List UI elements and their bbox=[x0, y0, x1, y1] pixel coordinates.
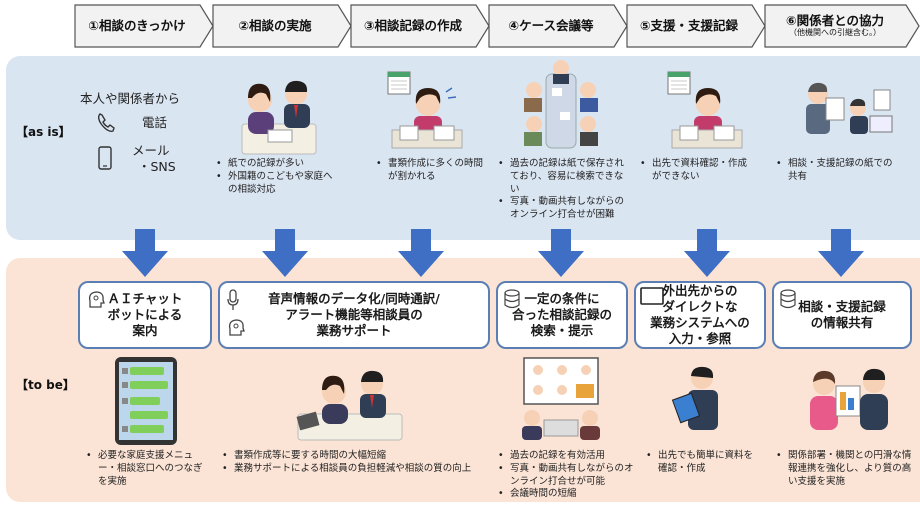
outcome-item: 過去の記録を有効活用 bbox=[496, 450, 636, 463]
field-work-stress-illustration bbox=[667, 71, 743, 149]
contact-mail-label: メール bbox=[132, 143, 170, 158]
step-3-chevron: ③相談記録の作成 bbox=[350, 4, 490, 48]
down-arrow-icon bbox=[262, 229, 308, 277]
issue-item: 紙での記録が多い bbox=[214, 158, 334, 171]
collaboration-illustration bbox=[810, 368, 888, 430]
as-is-issues-col3: 書類作成に多くの時間が割かれる bbox=[374, 158, 486, 184]
down-arrow-icon bbox=[538, 229, 584, 277]
as-is-issues-col5: 出先で資料確認・作成ができない bbox=[638, 158, 750, 184]
step-6-chevron: ⑥関係者との協力（他機関への引継含む。） bbox=[764, 4, 920, 48]
meeting-illustration bbox=[524, 60, 598, 149]
chevron-shape bbox=[764, 4, 920, 48]
contact-sns-label: ・SNS bbox=[138, 159, 176, 174]
solution-text: 相談・支援記録 の情報共有 bbox=[798, 298, 886, 330]
issue-item: 過去の記録は紙で保存されており、容易に検索できない bbox=[496, 158, 626, 196]
to-be-row-label: 【to be】 bbox=[16, 378, 75, 392]
issue-item: 書類作成に多くの時間が割かれる bbox=[374, 158, 486, 184]
microphone-icon bbox=[227, 289, 239, 310]
chevron-shape bbox=[350, 4, 490, 48]
contact-phone-label: 電話 bbox=[142, 115, 168, 130]
solution-ai-chatbot: ＡＩチャット ボットによる 案内 bbox=[78, 281, 212, 349]
outcome-item: 会議時間の短縮 bbox=[496, 488, 636, 501]
digital-consultation-illustration bbox=[296, 370, 403, 441]
to-be-outcomes-col5: 関係部署・機関との円滑な情報連携を強化し、より質の高い支援を実施 bbox=[774, 450, 914, 488]
step-label: ④ケース会議等 bbox=[508, 18, 594, 34]
solution-text: 音声情報のデータ化/同時通訳/ アラート機能等相談員の 業務サポート bbox=[268, 290, 440, 339]
step-label: ③相談記録の作成 bbox=[363, 18, 463, 34]
step-1-chevron: ①相談のきっかけ bbox=[74, 4, 214, 48]
to-be-outcomes-col3: 過去の記録を有効活用 写真・動画共有しながらのオンライン打合せが可能 会議時間の… bbox=[496, 450, 636, 501]
step-label: ①相談のきっかけ bbox=[88, 18, 186, 34]
database-icon bbox=[504, 289, 520, 309]
issue-item: 外国籍のこどもや家庭への相談対応 bbox=[214, 171, 334, 197]
solution-voice-data: 音声情報のデータ化/同時通訳/ アラート機能等相談員の 業務サポート bbox=[218, 281, 490, 349]
to-be-outcomes-col4: 出先でも簡単に資料を確認・作成 bbox=[644, 450, 762, 476]
solution-text: 一定の条件に 合った相談記録の 検索・提示 bbox=[511, 290, 612, 339]
down-arrow-icon bbox=[684, 229, 730, 277]
consultation-illustration bbox=[241, 80, 317, 155]
step-sublabel: （他機関への引継含む。） bbox=[789, 28, 881, 38]
database-icon bbox=[780, 289, 796, 309]
as-is-issues-col6: 相談・支援記録の紙での共有 bbox=[774, 158, 898, 184]
phone-icon bbox=[97, 113, 115, 132]
solution-info-sharing: 相談・支援記録 の情報共有 bbox=[772, 281, 912, 349]
solution-mobile-input: 外出先からの ダイレクトな 業務システムへの 入力・参照 bbox=[634, 281, 766, 349]
to-be-outcomes-col2: 書類作成等に要する時間の大幅短縮 業務サポートによる相談員の負担軽減や相談の質の… bbox=[220, 450, 488, 476]
tablet-icon bbox=[640, 287, 664, 305]
solution-record-search: 一定の条件に 合った相談記録の 検索・提示 bbox=[496, 281, 628, 349]
as-is-band bbox=[6, 56, 920, 240]
paper-sharing-illustration bbox=[806, 82, 893, 134]
down-arrow-icon bbox=[122, 229, 168, 277]
step-4-chevron: ④ケース会議等 bbox=[488, 4, 628, 48]
outcome-item: 写真・動画共有しながらのオンライン打合せが可能 bbox=[496, 463, 636, 489]
step-2-chevron: ②相談の実施 bbox=[212, 4, 352, 48]
step-label: ⑤支援・支援記録 bbox=[639, 18, 739, 34]
down-arrow-icon bbox=[818, 229, 864, 277]
chatbot-phone-illustration bbox=[115, 357, 177, 445]
smartphone-icon bbox=[98, 146, 112, 170]
chevron-shape bbox=[488, 4, 628, 48]
solution-text: ＡＩチャット ボットによる 案内 bbox=[107, 290, 183, 339]
paperwork-stress-illustration bbox=[387, 71, 463, 149]
step-label: ②相談の実施 bbox=[238, 18, 312, 34]
outcome-item: 出先でも簡単に資料を確認・作成 bbox=[644, 450, 762, 476]
ai-head-icon bbox=[228, 319, 245, 336]
to-be-outcomes-col1: 必要な家庭支援メニュー・相談窓口へのつなぎを実施 bbox=[84, 450, 208, 488]
outcome-item: 業務サポートによる相談員の負担軽減や相談の質の向上 bbox=[220, 463, 488, 476]
chevron-shape bbox=[74, 4, 214, 48]
issue-item: 相談・支援記録の紙での共有 bbox=[774, 158, 898, 184]
solution-text: 外出先からの ダイレクトな 業務システムへの 入力・参照 bbox=[650, 282, 750, 347]
issue-item: 出先で資料確認・作成ができない bbox=[638, 158, 750, 184]
step-5-chevron: ⑤支援・支援記録 bbox=[626, 4, 766, 48]
as-is-issues-col2: 紙での記録が多い 外国籍のこどもや家庭への相談対応 bbox=[214, 158, 334, 196]
tablet-user-illustration bbox=[672, 366, 718, 430]
ai-head-icon bbox=[88, 291, 105, 308]
down-arrow-icon bbox=[398, 229, 444, 277]
outcome-item: 書類作成等に要する時間の大幅短縮 bbox=[220, 450, 488, 463]
contact-heading: 本人や関係者から bbox=[80, 91, 181, 106]
as-is-issues-col4: 過去の記録は紙で保存されており、容易に検索できない 写真・動画共有しながらのオン… bbox=[496, 158, 626, 222]
online-meeting-illustration bbox=[522, 357, 600, 440]
outcome-item: 必要な家庭支援メニュー・相談窓口へのつなぎを実施 bbox=[84, 450, 208, 488]
chevron-shape bbox=[626, 4, 766, 48]
step-label: ⑥関係者との協力 bbox=[786, 12, 884, 28]
outcome-item: 関係部署・機関との円滑な情報連携を強化し、より質の高い支援を実施 bbox=[774, 450, 914, 488]
issue-item: 写真・動画共有しながらのオンライン打合せが困難 bbox=[496, 196, 626, 222]
as-is-row-label: 【as is】 bbox=[16, 125, 71, 139]
chevron-shape bbox=[212, 4, 352, 48]
